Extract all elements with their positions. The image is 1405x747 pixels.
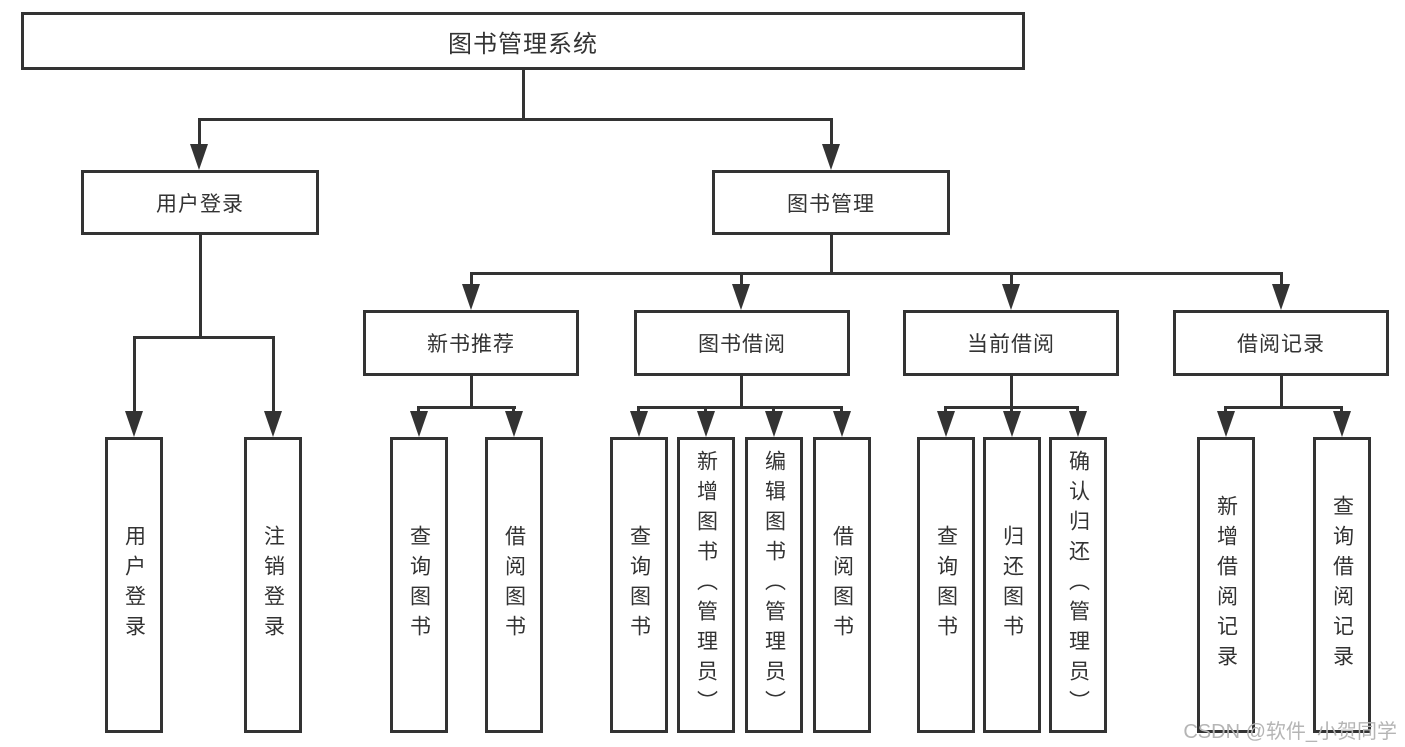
connector-drop-level3 <box>740 272 743 288</box>
connector-borrow-stub <box>740 375 743 408</box>
leaf-query-books-current-label: 查询图书 <box>934 525 958 645</box>
node-root-label: 图书管理系统 <box>448 30 598 58</box>
leaf-query-books-recommend-label: 查询图书 <box>407 525 431 645</box>
arrowhead-down-icon <box>822 144 840 170</box>
leaf-logout: 注销登录 <box>244 437 302 733</box>
connector-root-stub <box>522 69 525 118</box>
node-new-book-recommend-label: 新书推荐 <box>427 333 515 356</box>
connector-book-management-stub <box>830 235 833 274</box>
arrowhead-down-icon <box>1002 284 1020 310</box>
leaf-edit-books-admin: 编辑图书（管理员） <box>745 437 803 733</box>
leaf-add-books-admin-label: 新增图书（管理员） <box>694 450 718 720</box>
arrowhead-down-icon <box>833 411 851 437</box>
node-book-management: 图书管理 <box>712 170 950 235</box>
connector-borrow-horizontal <box>637 406 843 409</box>
leaf-confirm-return-admin-label: 确认归还（管理员） <box>1066 450 1090 720</box>
leaf-query-borrow-record-label: 查询借阅记录 <box>1330 495 1354 675</box>
node-user-login: 用户登录 <box>81 170 319 235</box>
arrowhead-down-icon <box>732 284 750 310</box>
arrowhead-down-icon <box>1069 411 1087 437</box>
node-new-book-recommend: 新书推荐 <box>363 310 579 376</box>
leaf-borrow-books: 借阅图书 <box>813 437 871 733</box>
leaf-confirm-return-admin: 确认归还（管理员） <box>1049 437 1107 733</box>
arrowhead-down-icon <box>264 411 282 437</box>
arrowhead-down-icon <box>1272 284 1290 310</box>
arrowhead-down-icon <box>505 411 523 437</box>
connector-drop-level3 <box>1010 272 1013 288</box>
csdn-watermark: CSDN @软件_小贺同学 <box>1183 721 1397 743</box>
leaf-add-books-admin: 新增图书（管理员） <box>677 437 735 733</box>
arrowhead-down-icon <box>937 411 955 437</box>
connector-user-login-stub <box>199 235 202 336</box>
connector-drop-leaf <box>272 336 275 415</box>
leaf-borrow-books-recommend: 借阅图书 <box>485 437 543 733</box>
arrowhead-down-icon <box>1333 411 1351 437</box>
arrowhead-down-icon <box>697 411 715 437</box>
connector-drop-level3 <box>470 272 473 288</box>
leaf-add-borrow-record: 新增借阅记录 <box>1197 437 1255 733</box>
leaf-logout-label: 注销登录 <box>261 525 285 645</box>
node-root: 图书管理系统 <box>21 12 1025 70</box>
leaf-query-books-current: 查询图书 <box>917 437 975 733</box>
arrowhead-down-icon <box>765 411 783 437</box>
connector-records-horizontal <box>1224 406 1343 409</box>
node-book-borrow: 图书借阅 <box>634 310 850 376</box>
connector-current-stub <box>1010 375 1013 408</box>
leaf-borrow-books-recommend-label: 借阅图书 <box>502 525 526 645</box>
arrowhead-down-icon <box>462 284 480 310</box>
leaf-borrow-books-label: 借阅图书 <box>830 525 854 645</box>
leaf-user-login-label: 用户登录 <box>122 525 146 645</box>
node-current-borrow-label: 当前借阅 <box>967 333 1055 356</box>
leaf-query-borrow-record: 查询借阅记录 <box>1313 437 1371 733</box>
leaf-return-books-label: 归还图书 <box>1000 525 1024 645</box>
connector-drop-leaf <box>133 336 136 415</box>
leaf-edit-books-admin-label: 编辑图书（管理员） <box>762 450 786 720</box>
connector-records-stub <box>1280 375 1283 408</box>
node-user-login-label: 用户登录 <box>156 192 244 216</box>
connector-drop-user-login <box>198 118 201 148</box>
connector-drop-level3 <box>1280 272 1283 288</box>
arrowhead-down-icon <box>1003 411 1021 437</box>
node-borrow-records: 借阅记录 <box>1173 310 1389 376</box>
node-book-borrow-label: 图书借阅 <box>698 333 786 356</box>
connector-level2-horizontal <box>470 272 1283 275</box>
leaf-query-books-borrow-label: 查询图书 <box>627 525 651 645</box>
connector-user-login-horizontal <box>133 336 275 339</box>
arrowhead-down-icon <box>190 144 208 170</box>
node-current-borrow: 当前借阅 <box>903 310 1119 376</box>
arrowhead-down-icon <box>630 411 648 437</box>
connector-recommend-horizontal <box>417 406 516 409</box>
leaf-return-books: 归还图书 <box>983 437 1041 733</box>
node-book-management-label: 图书管理 <box>787 192 875 216</box>
node-borrow-records-label: 借阅记录 <box>1237 333 1325 356</box>
connector-drop-book-management <box>830 118 833 148</box>
arrowhead-down-icon <box>125 411 143 437</box>
leaf-user-login: 用户登录 <box>105 437 163 733</box>
arrowhead-down-icon <box>1217 411 1235 437</box>
leaf-query-books-borrow: 查询图书 <box>610 437 668 733</box>
leaf-add-borrow-record-label: 新增借阅记录 <box>1214 495 1238 675</box>
connector-recommend-stub <box>470 375 473 408</box>
leaf-query-books-recommend: 查询图书 <box>390 437 448 733</box>
arrowhead-down-icon <box>410 411 428 437</box>
connector-level1-horizontal <box>198 118 833 121</box>
